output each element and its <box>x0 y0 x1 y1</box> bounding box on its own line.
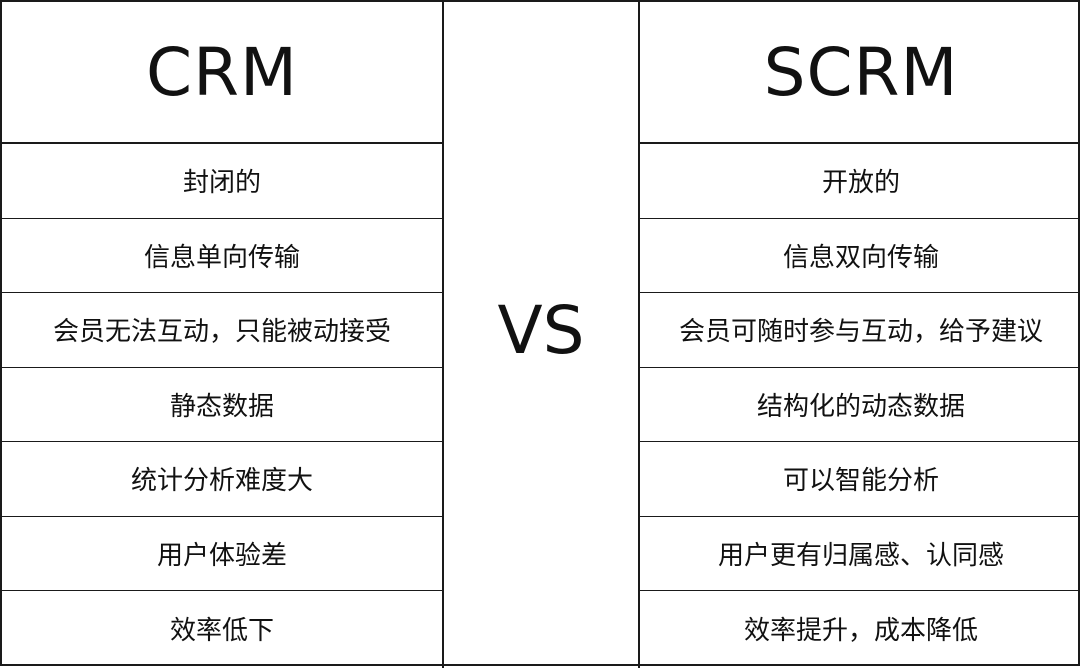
crm-item-poor-experience: 用户体验差 <box>2 517 442 591</box>
crm-item-one-way-info: 信息单向传输 <box>2 219 442 293</box>
scrm-item-interaction: 会员可随时参与互动，给予建议 <box>640 293 1080 368</box>
crm-item-low-efficiency: 效率低下 <box>169 615 274 646</box>
crm-column: CRM 封闭的 信息单向传输 会员无法互动，只能被动接受 静态数据 统计分析难度… <box>2 2 444 668</box>
crm-item-hard-analysis: 统计分析难度大 <box>2 442 442 517</box>
scrm-item-belonging: 用户更有归属感、认同感 <box>640 517 1080 591</box>
scrm-item-open: 开放的 <box>640 144 1080 219</box>
scrm-item-smart-analysis: 可以智能分析 <box>640 442 1080 517</box>
crm-item-static-data: 静态数据 <box>2 368 442 442</box>
scrm-header: SCRM <box>640 2 1080 144</box>
crm-item-no-interaction: 会员无法互动，只能被动接受 <box>2 293 442 368</box>
scrm-item-two-way-info: 信息双向传输 <box>640 219 1080 293</box>
scrm-item-dynamic-data: 结构化的动态数据 <box>640 368 1080 442</box>
vs-label: VS <box>497 292 585 369</box>
scrm-item-efficiency-up: 效率提升，成本降低 <box>743 615 978 646</box>
scrm-column: SCRM 开放的 信息双向传输 会员可随时参与互动，给予建议 结构化的动态数据 … <box>638 2 1080 668</box>
crm-header: CRM <box>2 2 442 144</box>
crm-item-closed: 封闭的 <box>2 144 442 219</box>
